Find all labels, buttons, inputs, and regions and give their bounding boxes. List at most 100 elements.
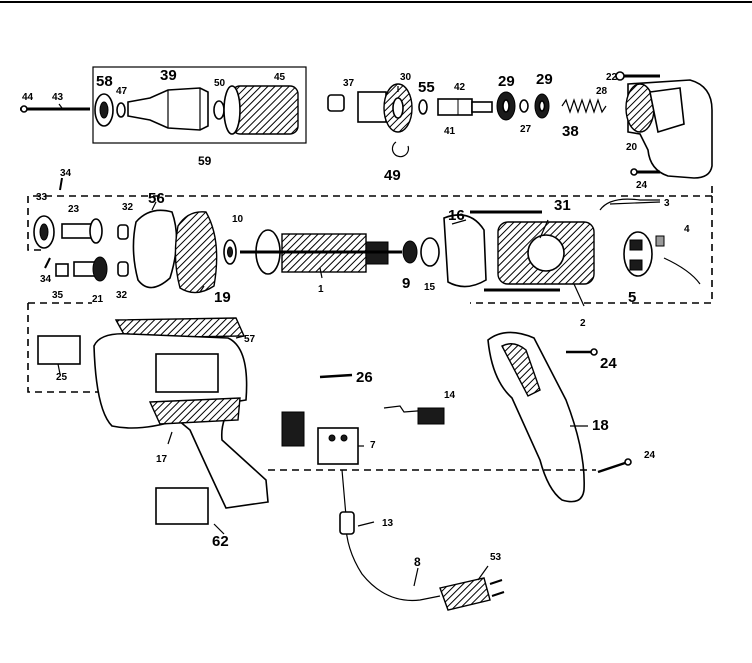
label-24a: 24 [636, 180, 648, 191]
label-15: 15 [424, 282, 436, 293]
part-labels: 44 43 58 47 39 50 45 59 37 30 55 42 41 4… [22, 67, 690, 569]
label-26: 26 [356, 369, 373, 386]
label-17: 17 [156, 454, 168, 465]
label-10: 10 [232, 214, 244, 225]
part-39-spindle [127, 87, 209, 131]
part-24-screw-a [630, 168, 660, 176]
leader-lines [57, 86, 661, 587]
part-16-baffle [443, 214, 487, 288]
label-14: 14 [444, 390, 456, 401]
label-31: 31 [554, 197, 571, 214]
label-7: 7 [370, 440, 376, 451]
part-50-ring [213, 100, 225, 120]
label-43: 43 [52, 92, 64, 103]
part-30-gear [357, 83, 413, 133]
part-27-washer [519, 99, 529, 113]
label-8: 8 [414, 555, 421, 569]
label-3: 3 [664, 198, 670, 209]
label-34a: 34 [60, 168, 72, 179]
part-58-collar [94, 93, 114, 127]
part-18-handle [487, 331, 585, 503]
part-17-housing [93, 332, 269, 509]
label-2: 2 [580, 318, 586, 329]
label-29b: 29 [536, 71, 553, 88]
label-4: 4 [684, 224, 690, 235]
label-13: 13 [382, 518, 394, 529]
label-21: 21 [92, 294, 104, 305]
part-33-bearing [33, 215, 55, 249]
part-32-bushing-b [117, 261, 129, 277]
part-7-switch [281, 411, 359, 465]
label-44: 44 [22, 92, 34, 103]
label-53: 53 [490, 552, 502, 563]
part-21-gear [73, 256, 108, 282]
part-5-brush-holder [623, 231, 653, 277]
part-47-ring [116, 102, 126, 118]
part-13-cord [339, 469, 441, 602]
label-47: 47 [116, 86, 128, 97]
part-28-spring [561, 98, 607, 114]
part-24-screw-c [597, 458, 632, 474]
label-23: 23 [68, 204, 80, 215]
label-59: 59 [198, 154, 212, 168]
part-26-screw [319, 373, 353, 379]
part-44-43-pin [20, 105, 90, 113]
label-30: 30 [400, 72, 412, 83]
assembly-box-lower [27, 302, 232, 393]
label-49: 49 [384, 167, 401, 184]
label-19: 19 [214, 289, 231, 306]
part-45-clutch-housing [223, 85, 299, 135]
part-32-bushing-a [117, 224, 129, 240]
part-29-gear-a [496, 91, 516, 121]
label-32a: 32 [122, 202, 134, 213]
label-56: 56 [148, 190, 165, 207]
label-27: 27 [520, 124, 532, 135]
part-23-shaft [61, 218, 103, 244]
part-10-bearing [223, 239, 237, 265]
label-62: 62 [212, 533, 229, 550]
part-34-pin-a [59, 177, 63, 191]
part-49-clip [391, 141, 410, 158]
part-56-gasket [132, 209, 178, 289]
label-28: 28 [596, 86, 608, 97]
part-29-gear-b [534, 93, 550, 119]
label-38: 38 [562, 123, 579, 140]
label-33: 33 [36, 192, 48, 203]
label-29a: 29 [498, 73, 515, 90]
assembly-box-motor [27, 186, 713, 304]
label-18: 18 [592, 417, 609, 434]
part-20-gear-case [625, 79, 713, 179]
label-37: 37 [343, 78, 355, 89]
part-14-switch-lever [383, 405, 445, 425]
label-35: 35 [52, 290, 64, 301]
part-22-screw [615, 71, 660, 81]
part-55-washer [418, 99, 428, 115]
label-22: 22 [606, 72, 618, 83]
label-50: 50 [214, 78, 226, 89]
part-3-lead [599, 198, 660, 211]
label-57: 57 [244, 334, 256, 345]
part-4-brushes [655, 235, 701, 285]
label-58: 58 [96, 73, 113, 90]
part-53-plug [439, 577, 505, 611]
label-24c: 24 [644, 450, 656, 461]
part-24-screw-b [566, 348, 598, 356]
label-45: 45 [274, 72, 286, 83]
assembly-box-59 [92, 66, 307, 144]
part-41-shaft [437, 98, 493, 116]
part-19-end-plate [174, 211, 218, 294]
label-25: 25 [56, 372, 68, 383]
label-55: 55 [418, 79, 435, 96]
part-35-pin [55, 263, 69, 277]
part-15-baffle [420, 237, 440, 267]
label-42: 42 [454, 82, 466, 93]
part-1-armature [240, 229, 402, 275]
part-9-bearing [402, 240, 418, 264]
part-62-label [155, 487, 209, 525]
part-2-field [497, 221, 595, 285]
label-41: 41 [444, 126, 456, 137]
label-34b: 34 [40, 274, 52, 285]
label-32b: 32 [116, 290, 128, 301]
label-5: 5 [628, 289, 636, 306]
